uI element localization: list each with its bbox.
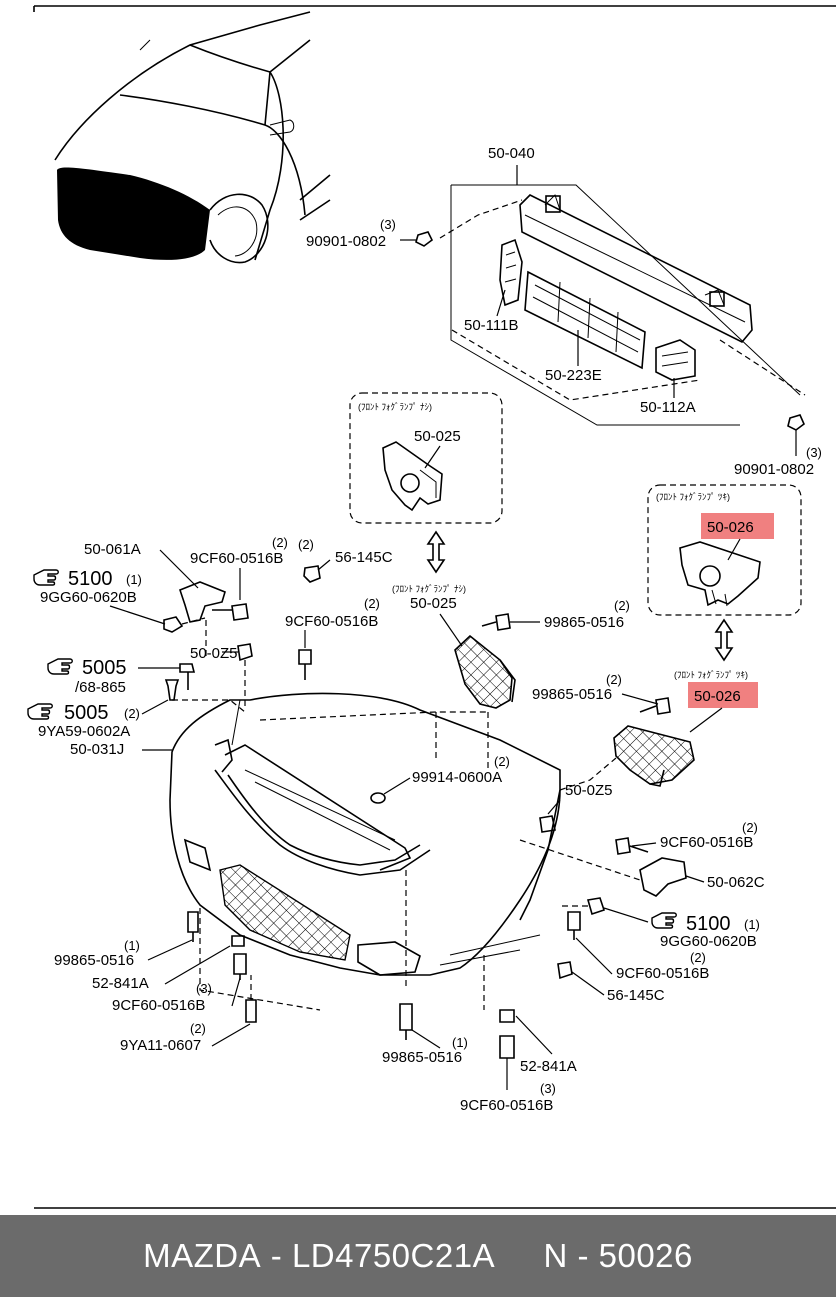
label-50-061a: 50-061A [84,541,141,558]
label-50-0z5-a: 50-0Z5 [190,645,238,662]
qty-56-145c-a: (2) [298,537,314,552]
label-99865-0516-b: 99865-0516 [532,686,612,703]
qty-9cf60-e: (2) [690,950,706,965]
middle-parts: (2) 9CF60-0516B (ﾌﾛﾝﾄ ﾌｫｸﾞﾗﾝﾌﾟ ﾅｼ) 50-02… [285,584,758,833]
label-99865-0516-d: 99865-0516 [382,1049,462,1066]
hand-pointer-icon [651,912,677,929]
bottom-left-fasteners: (1) 99865-0516 52-841A (3) 9CF60-0516B (… [54,911,257,1054]
bumper-cover-50-031j [169,692,641,1011]
hand-pointer-icon [27,703,53,720]
label-50-031j: 50-031J [70,741,124,758]
fog-bezel-box-right: (ﾌﾛﾝﾄ ﾌｫｸﾞﾗﾝﾌﾟ ﾂｷ) 50-026 [647,484,802,616]
label-9ya11-0607: 9YA11-0607 [120,1037,201,1054]
oem-number: LD4750C21A [291,1237,496,1274]
qty-99865-a: (2) [614,598,630,613]
label-9cf60-0516b-f: 9CF60-0516B [460,1097,553,1114]
label-99914-0600a: 99914-0600A [412,769,502,786]
qty-5005-b: (2) [124,706,140,721]
highlight-50-026-box [701,513,774,539]
label-90901-0802-top: 90901-0802 [306,233,386,250]
qty-90901-top: (3) [380,217,396,232]
brand-name: MAZDA [143,1237,262,1274]
label-5100-b: 5100 [686,913,731,935]
part-number-footer: MAZDA - LD4750C21A N - 50026 [0,1215,836,1297]
label-50-025-mid: 50-025 [410,595,457,612]
label-50-025-box: 50-025 [414,428,461,445]
right-fasteners: (2) 9CF60-0516B 50-062C 5100 (1) 9GG60-0… [557,820,765,1004]
label-9ya59-0602a: 9YA59-0602A [38,723,130,740]
label-99865-0516-c: 99865-0516 [54,952,134,969]
label-5005-a: 5005 [82,657,127,679]
label-9gg60-0620b-a: 9GG60-0620B [40,589,137,606]
label-50-040: 50-040 [488,145,535,162]
qty-99865-d: (1) [452,1035,468,1050]
label-50-062c: 50-062C [707,874,765,891]
note-fog-right-box: (ﾌﾛﾝﾄ ﾌｫｸﾞﾗﾝﾌﾟ ﾂｷ) [656,492,730,502]
qty-9cf60-b: (2) [364,596,380,611]
label-50-026-box: 50-026 [707,519,754,536]
label-50-112a: 50-112A [640,399,696,416]
qty-9ya11: (2) [190,1021,206,1036]
diagram-number: 50026 [598,1237,693,1274]
label-56-145c-b: 56-145C [607,987,665,1004]
qty-99914: (2) [494,754,510,769]
interchange-arrow-right [714,618,734,662]
label-9cf60-0516b-d: 9CF60-0516B [112,997,205,1014]
note-fog-mid-right: (ﾌﾛﾝﾄ ﾌｫｸﾞﾗﾝﾌﾟ ﾂｷ) [674,670,748,680]
label-52-841a-b: 52-841A [520,1058,577,1075]
separator: - [261,1237,292,1274]
label-9cf60-0516b-e: 9CF60-0516B [616,965,709,982]
label-9cf60-0516b-c: 9CF60-0516B [660,834,753,851]
upper-left-fasteners: 50-061A (2) 9CF60-0516B 56-145C (2) 5100… [27,535,393,758]
label-99865-0516-a: 99865-0516 [544,614,624,631]
label-9cf60-0516b-b: 9CF60-0516B [285,613,378,630]
qty-99865-c: (1) [124,938,140,953]
label-90901-0802-right: 90901-0802 [734,461,814,478]
separator: - [567,1237,599,1274]
highlight-50-026-mid [688,682,758,708]
n-label: N [543,1237,568,1274]
hand-pointer-icon [33,569,59,586]
label-56-145c-a: 56-145C [335,549,393,566]
note-fog-mid-left: (ﾌﾛﾝﾄ ﾌｫｸﾞﾗﾝﾌﾟ ﾅｼ) [392,584,466,594]
label-50-026-mid: 50-026 [694,688,741,705]
qty-90901-right: (3) [806,445,822,460]
bottom-center-fasteners: (1) 99865-0516 52-841A (3) 9CF60-0516B [382,1003,577,1114]
qty-99865-b: (2) [606,672,622,687]
label-50-111b: 50-111B [464,317,519,334]
car-sketch [54,11,331,264]
qty-5100-b: (1) [744,917,760,932]
fog-bezel-box-left: (ﾌﾛﾝﾄ ﾌｫｸﾞﾗﾝﾌﾟ ﾅｼ) 50-025 [349,392,503,524]
qty-5100-a: (1) [126,572,142,587]
reinforcement-assembly-50-040: 50-040 50-111B 50-223E 50-112A (3) 90901… [306,145,822,478]
label-9gg60-0620b-b: 9GG60-0620B [660,933,757,950]
label-68-865: /68-865 [75,679,126,696]
label-5100-a: 5100 [68,568,113,590]
parts-diagram: 50-040 50-111B 50-223E 50-112A (3) 90901… [27,5,836,1209]
qty-9cf60-f: (3) [540,1081,556,1096]
hand-pointer-icon [47,658,73,675]
label-5005-b: 5005 [64,702,109,724]
label-50-0z5-b: 50-0Z5 [565,782,613,799]
qty-9cf60-a: (2) [272,535,288,550]
label-9cf60-0516b-a: 9CF60-0516B [190,550,283,567]
label-52-841a-a: 52-841A [92,975,149,992]
note-fog-left-box: (ﾌﾛﾝﾄ ﾌｫｸﾞﾗﾝﾌﾟ ﾅｼ) [358,402,432,412]
label-50-223e: 50-223E [545,367,602,384]
qty-9cf60-c: (2) [742,820,758,835]
interchange-arrow-left [426,530,446,574]
spacer [495,1237,543,1275]
qty-9cf60-d: (3) [196,981,212,996]
